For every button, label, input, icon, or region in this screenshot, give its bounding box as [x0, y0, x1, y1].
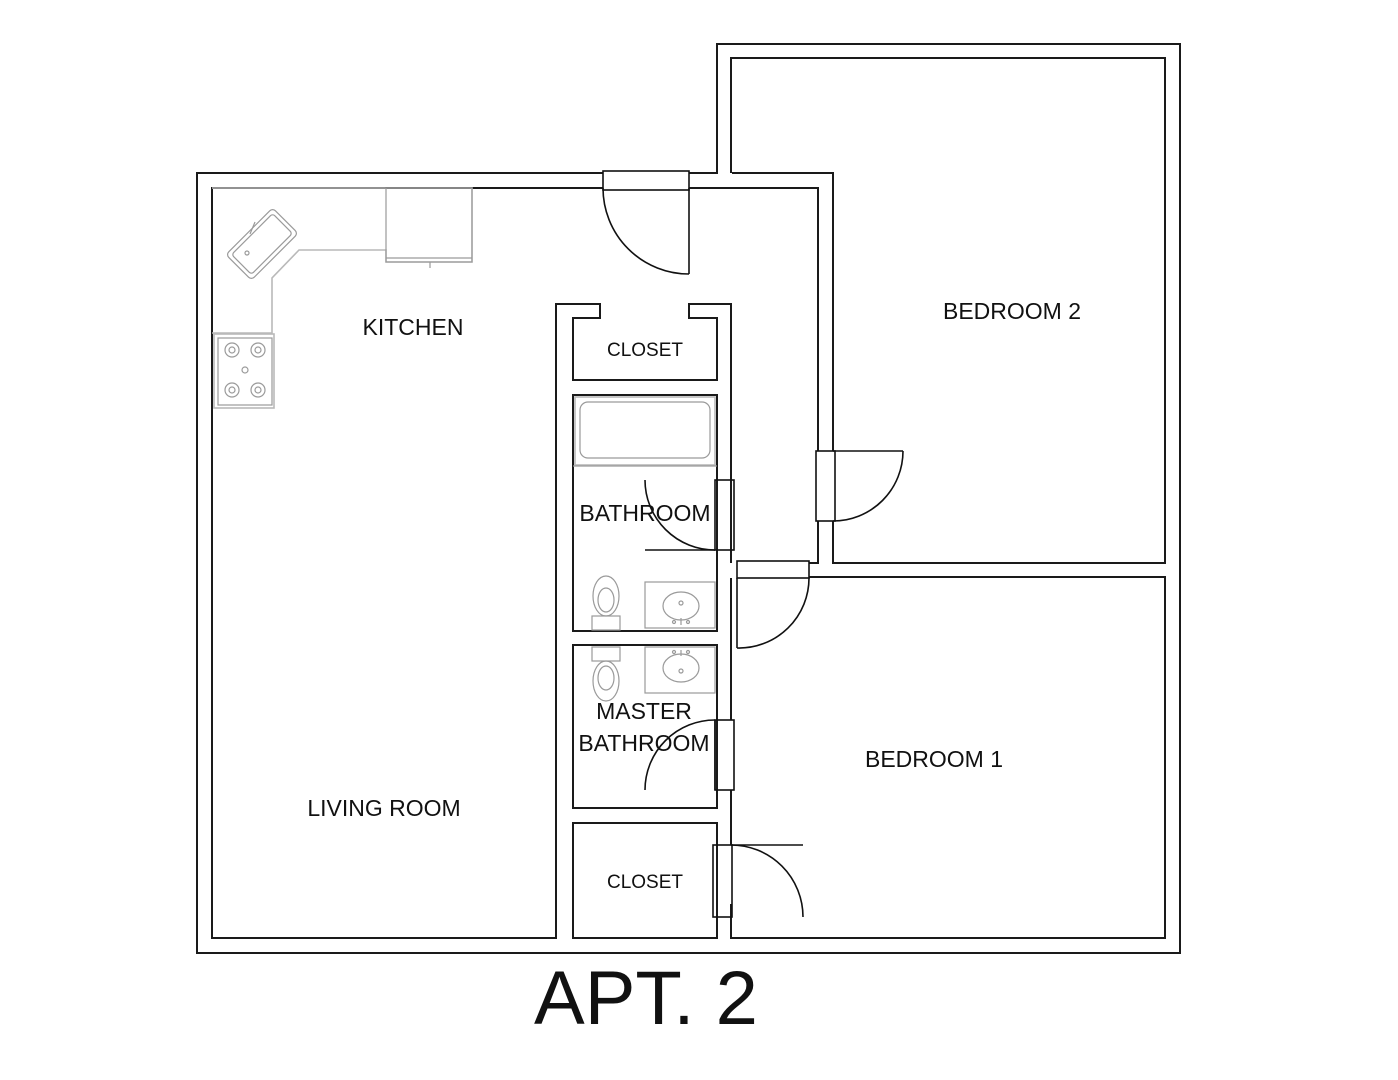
- closet-door-icon: [712, 844, 804, 918]
- entry-door-icon: [602, 170, 690, 275]
- stove-icon: [213, 333, 275, 409]
- master-bathroom-label-line1: MASTER: [596, 698, 692, 724]
- bedroom-2-door-icon: [815, 450, 904, 522]
- exterior-walls: [196, 43, 1181, 954]
- kitchen-label: KITCHEN: [363, 314, 464, 340]
- bathroom-label: BATHROOM: [579, 500, 710, 526]
- master-bathroom-door-icon: [644, 719, 735, 791]
- bedroom-2-label: BEDROOM 2: [943, 298, 1081, 324]
- plan-title: APT. 2: [534, 956, 758, 1041]
- kitchen-counter: [212, 187, 473, 334]
- bedroom-1-walls: [730, 576, 1166, 939]
- bedroom-1-label: BEDROOM 1: [865, 746, 1003, 772]
- living-room-label: LIVING ROOM: [307, 795, 460, 821]
- bedroom-1-door-icon: [736, 560, 810, 649]
- closet-bottom-label: CLOSET: [607, 872, 683, 893]
- master-toilet-icon: [591, 646, 621, 702]
- refrigerator-icon: [385, 187, 473, 263]
- closet-top-label: CLOSET: [607, 340, 683, 361]
- master-sink-icon: [644, 646, 716, 694]
- bathroom-door-icon: [644, 479, 735, 551]
- master-bathroom-label-line2: BATHROOM: [578, 730, 709, 756]
- bathtub-icon: [574, 396, 716, 466]
- bathroom-sink-icon: [644, 581, 716, 629]
- core-walls: [572, 394, 718, 939]
- toilet-icon: [591, 575, 621, 631]
- kitchen-sink-icon: [226, 208, 298, 280]
